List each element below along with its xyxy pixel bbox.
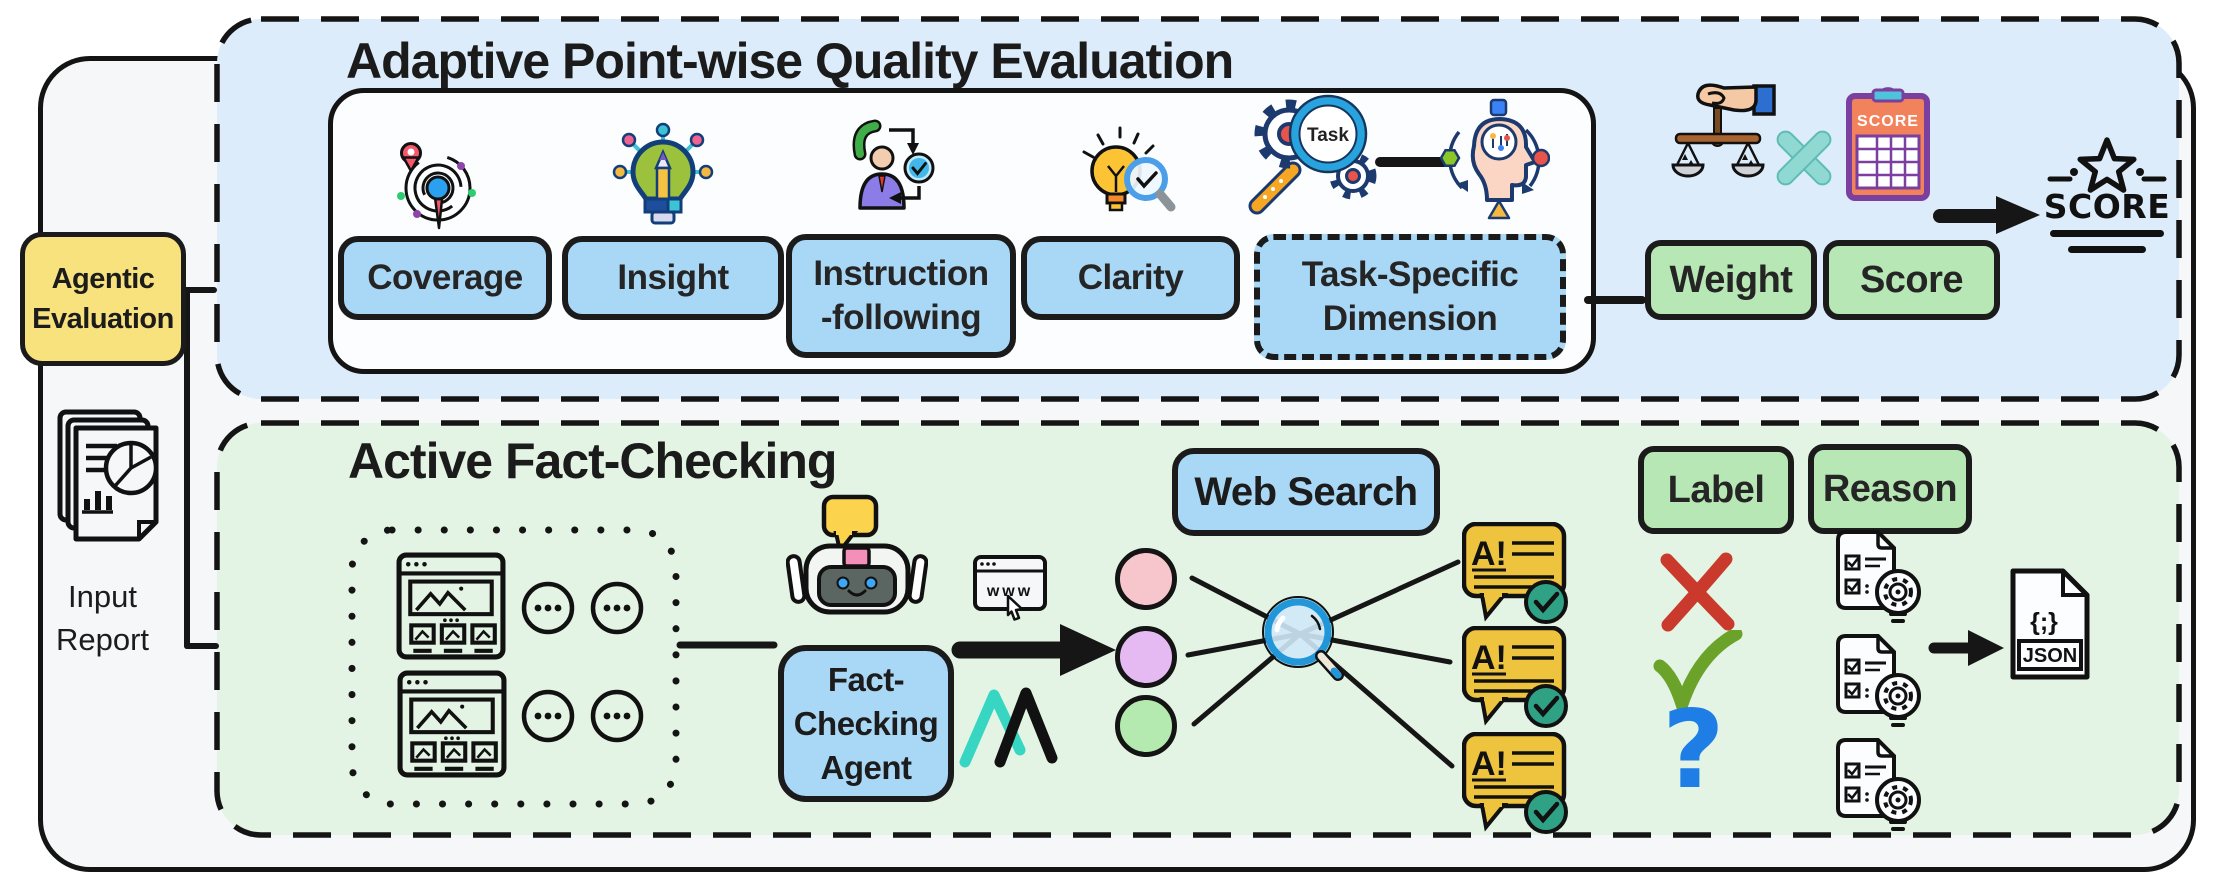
reason-pill: Reason bbox=[1808, 444, 1972, 534]
dimension-clarity: Clarity bbox=[1021, 236, 1240, 320]
score-star-stamp-icon: SCORE bbox=[2046, 137, 2168, 253]
web-search-magnifier-icon bbox=[1262, 596, 1344, 681]
ellipsis-icon bbox=[521, 581, 575, 635]
claim-note-check-icon: A! bbox=[1462, 626, 1568, 728]
ellipsis-icon bbox=[590, 581, 644, 635]
claim-tag-text: A! bbox=[1471, 745, 1507, 783]
dimension-task-specific: Task-Specific Dimension bbox=[1254, 234, 1566, 360]
ellipsis-icon bbox=[590, 689, 644, 743]
green-check-icon bbox=[1653, 630, 1743, 712]
agentic-evaluation-node: Agentic Evaluation bbox=[20, 232, 186, 366]
multiply-icon bbox=[1776, 130, 1832, 186]
bulb-magnifier-icon bbox=[1082, 126, 1176, 212]
label-pill-text: Label bbox=[1667, 468, 1765, 511]
www-browser-icon: www bbox=[973, 555, 1047, 621]
agent-label-line3: Agent bbox=[820, 748, 913, 786]
input-report-label: Input Report bbox=[30, 575, 175, 661]
weight-label: Weight bbox=[1669, 258, 1793, 301]
robot-agent-icon bbox=[786, 494, 928, 615]
dimension-insight: Insight bbox=[562, 236, 784, 320]
fact-checking-agent-pill: Fact- Checking Agent bbox=[778, 645, 954, 802]
agentic-line2: Evaluation bbox=[32, 303, 174, 335]
webpage-icon bbox=[397, 670, 507, 778]
claim-tag-text: A! bbox=[1471, 639, 1507, 677]
insight-label: Insight bbox=[617, 258, 729, 297]
scorecard-icon: SCORE bbox=[1846, 87, 1930, 201]
speech-bubble-icon bbox=[821, 494, 879, 538]
reason-pill-text: Reason bbox=[1822, 467, 1958, 510]
red-cross-icon bbox=[1660, 552, 1735, 632]
reasoning-document-icon bbox=[1836, 530, 1921, 623]
dimension-coverage: Coverage bbox=[338, 236, 552, 320]
claim-dot-pink bbox=[1115, 548, 1177, 610]
reasoning-document-icon bbox=[1836, 634, 1921, 727]
webpage-icon bbox=[396, 552, 506, 660]
double-chevron-logo-icon bbox=[959, 687, 1058, 768]
claim-note-check-icon: A! bbox=[1462, 732, 1568, 834]
www-text: www bbox=[986, 583, 1033, 600]
label-pill: Label bbox=[1638, 446, 1794, 534]
task-gears-magnifier-icon: Task bbox=[1248, 94, 1377, 215]
dimension-instruction-following: Instruction -following bbox=[786, 234, 1016, 358]
input-line1: Input bbox=[68, 579, 137, 614]
radar-coverage-icon bbox=[397, 142, 476, 230]
agent-label-line2: Checking bbox=[793, 704, 939, 742]
agentic-line1: Agentic bbox=[51, 263, 155, 295]
clarity-label: Clarity bbox=[1077, 258, 1184, 297]
score-pill: Score bbox=[1823, 240, 2000, 320]
web-search-label: Web Search bbox=[1194, 469, 1418, 514]
claim-dot-green bbox=[1115, 695, 1177, 757]
question-mark-icon: ? bbox=[1662, 688, 1725, 813]
report-document-icon bbox=[57, 409, 159, 542]
instruction-label-line2: -following bbox=[820, 298, 982, 337]
scorecard-text: SCORE bbox=[1857, 113, 1919, 130]
fact-section-title: Active Fact-Checking bbox=[348, 433, 837, 489]
quality-section-title: Adaptive Point-wise Quality Evaluation bbox=[346, 33, 1234, 89]
score-stamp-text: SCORE bbox=[2046, 187, 2168, 226]
task-lens-text: Task bbox=[1307, 125, 1349, 146]
json-file-icon: {;} JSON bbox=[2010, 568, 2090, 680]
claim-note-check-icon: A! bbox=[1462, 522, 1568, 624]
person-call-check-icon bbox=[852, 119, 935, 210]
ellipsis-icon bbox=[521, 689, 575, 743]
task-specific-label-line2: Dimension bbox=[1322, 299, 1498, 338]
adaptive-mind-icon bbox=[1440, 98, 1550, 220]
input-line2: Report bbox=[55, 622, 150, 657]
coverage-label: Coverage bbox=[367, 258, 523, 297]
hand-scales-icon bbox=[1671, 83, 1776, 178]
json-braces-text: {;} bbox=[2030, 608, 2058, 636]
lightbulb-insight-icon bbox=[612, 122, 714, 225]
source-pages-box bbox=[348, 526, 680, 808]
score-label: Score bbox=[1859, 258, 1964, 301]
reasoning-document-icon bbox=[1836, 738, 1921, 831]
json-label-text: JSON bbox=[2023, 645, 2077, 667]
claim-tag-text: A! bbox=[1471, 535, 1507, 573]
instruction-label-line1: Instruction bbox=[813, 254, 989, 293]
agent-label-line1: Fact- bbox=[827, 660, 905, 698]
web-search-pill: Web Search bbox=[1172, 448, 1440, 536]
task-specific-label-line1: Task-Specific bbox=[1301, 255, 1519, 294]
claim-dot-purple bbox=[1115, 626, 1177, 688]
weight-pill: Weight bbox=[1645, 240, 1817, 320]
